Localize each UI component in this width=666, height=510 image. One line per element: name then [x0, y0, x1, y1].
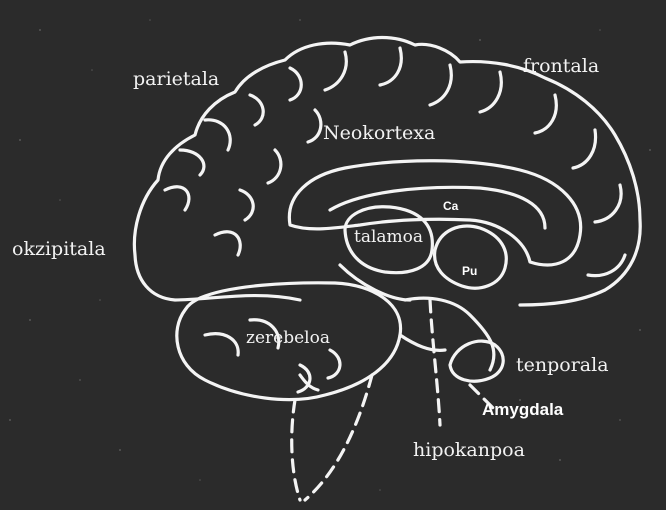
callosum-inner — [330, 187, 545, 228]
spinal-cord-dashed — [292, 400, 300, 500]
temporal-lobe — [450, 341, 503, 381]
hippocampus-pointer — [430, 300, 440, 425]
label-tenporala: tenporala — [516, 356, 609, 375]
label-zerebeloa: zerebeloa — [246, 330, 330, 347]
label-parietala: parietala — [133, 70, 219, 89]
label-talamoa: talamoa — [354, 229, 423, 246]
label-amygdala: Amygdala — [482, 401, 563, 418]
label-pu: Pu — [462, 265, 477, 277]
pons-outline — [400, 335, 445, 350]
brainstem-lines — [340, 265, 494, 370]
label-frontala: frontala — [523, 57, 599, 76]
basal-ganglia — [435, 226, 507, 288]
label-neokortexa: Neokortexa — [323, 124, 435, 143]
label-hipokanpoa: hipokanpoa — [413, 441, 525, 460]
label-ca: Ca — [443, 200, 458, 212]
spinal-cord-dashed-2 — [305, 375, 372, 500]
label-okzipitala: okzipitala — [12, 240, 106, 259]
